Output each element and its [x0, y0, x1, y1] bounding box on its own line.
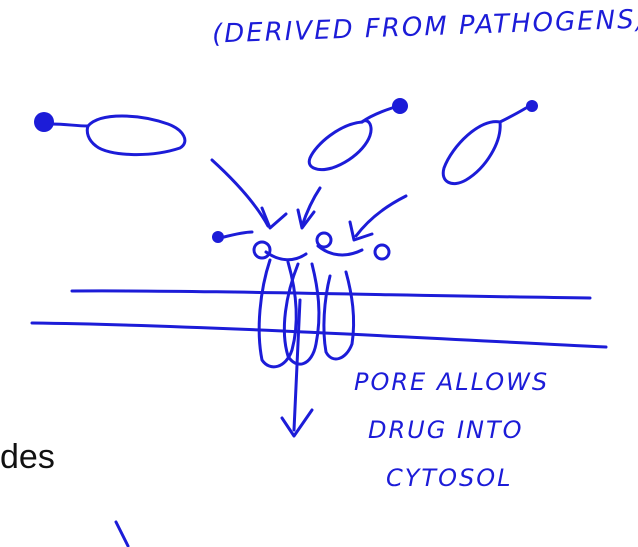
- toxin-head-middle: [392, 98, 408, 114]
- toxin-head-right: [526, 100, 538, 112]
- toxin-body-left: [87, 116, 185, 155]
- pore-head-1: [212, 231, 224, 243]
- pore-head-1-stem: [224, 232, 252, 237]
- pore-subunit-1: [259, 260, 296, 367]
- toxin-tail-right: [500, 108, 526, 122]
- arrow-right-toxin-to-pore: [356, 196, 406, 236]
- pore-subunit-3: [324, 272, 354, 359]
- arrow-middle-toxin-to-pore: [302, 188, 320, 226]
- arrowhead-left: [262, 208, 286, 228]
- pore-head-2: [254, 242, 270, 258]
- pore-note-line-3: CYTOSOL: [386, 464, 512, 492]
- stray-ink-mark: [116, 522, 128, 546]
- pore-subunit-links: [266, 246, 362, 260]
- pore-head-3: [317, 233, 331, 247]
- toxin-tail-left: [52, 124, 88, 126]
- pore-head-4: [375, 245, 389, 259]
- pore-note-line-1: PORE ALLOWS: [354, 368, 549, 396]
- toxin-head-left: [34, 112, 54, 132]
- toxin-body-right: [443, 122, 500, 184]
- slide-text-fragment: des: [0, 438, 55, 477]
- pore-note-line-2: DRUG INTO: [368, 416, 524, 444]
- pore-subunit-2: [284, 264, 319, 364]
- arrow-left-toxin-to-pore: [212, 160, 268, 226]
- membrane-outer-line: [72, 291, 590, 298]
- arrowhead-through-pore: [282, 410, 312, 436]
- toxin-body-middle: [309, 121, 371, 170]
